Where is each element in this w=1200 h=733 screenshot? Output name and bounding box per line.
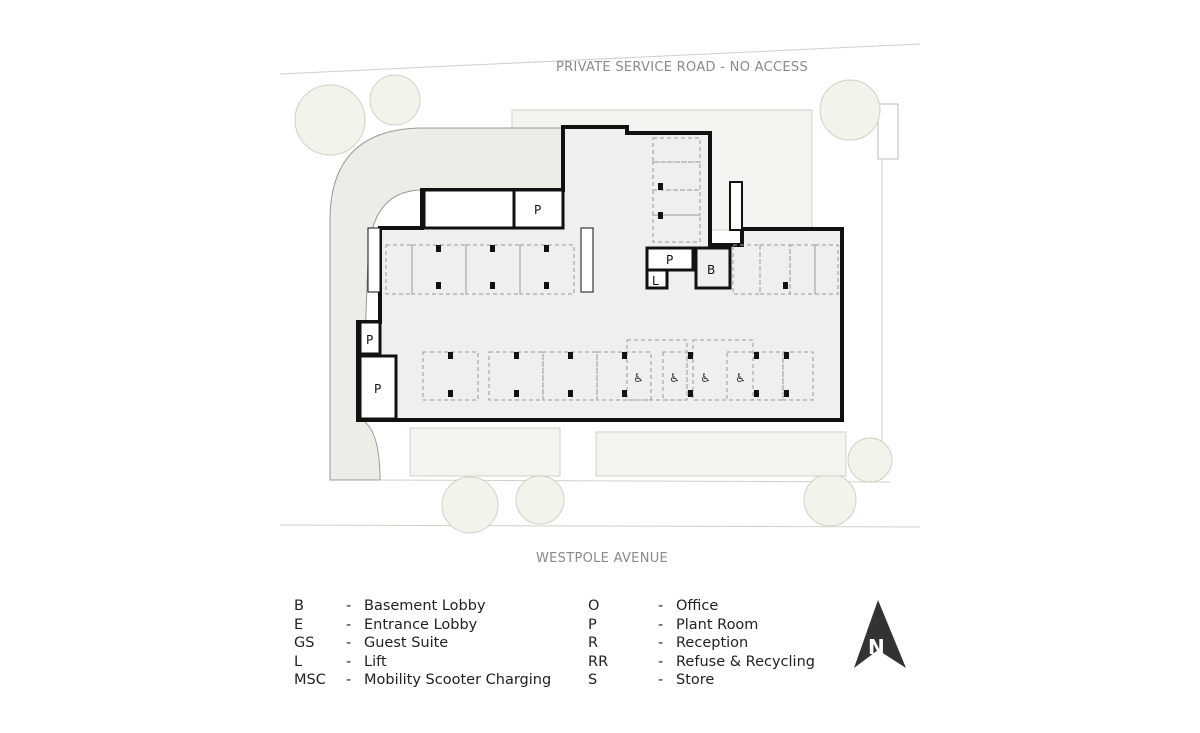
stair: [729, 181, 743, 231]
legend-item: B-Basement Lobby: [294, 598, 486, 614]
parking-bay: [652, 189, 701, 216]
column: [514, 352, 519, 359]
parking-bay: [411, 244, 467, 295]
tree: [441, 476, 499, 534]
room-label-basement-lobby: B: [707, 263, 715, 277]
plant-room-west-small: [358, 320, 382, 356]
column: [783, 282, 788, 289]
legend-item: E-Entrance Lobby: [294, 616, 478, 633]
room-label-plant: P: [374, 382, 381, 396]
parking-bay: [465, 244, 521, 295]
tree: [369, 74, 421, 126]
tree: [819, 79, 881, 141]
parking-bay: [519, 244, 575, 295]
plant-room-north: [512, 188, 565, 230]
accessible-parking-icon: ♿: [735, 371, 746, 385]
legend-left: B-Basement Lobby E-Entrance Lobby GS-Gue…: [294, 597, 551, 690]
column: [490, 245, 495, 252]
legend-item: RR-Refuse & Recycling: [588, 653, 815, 670]
room-label-lift: L: [652, 274, 659, 288]
column: [544, 245, 549, 252]
room-label-plant: P: [666, 253, 673, 267]
parking-bay: [692, 339, 754, 401]
tree: [803, 473, 857, 527]
room-label-plant: P: [366, 333, 373, 347]
legend-item: P-Plant Room: [588, 616, 759, 633]
column: [622, 390, 627, 397]
column: [514, 390, 519, 397]
road-label-north: PRIVATE SERVICE ROAD - NO ACCESS: [556, 60, 808, 75]
ramp-stair: [367, 227, 381, 293]
parking-bay: [814, 244, 839, 295]
tree: [294, 84, 366, 156]
storage-room: [422, 188, 516, 230]
column: [436, 245, 441, 252]
column: [754, 390, 759, 397]
column: [688, 352, 693, 359]
parking-bay: [422, 351, 479, 401]
column: [658, 183, 663, 190]
driveway: [329, 127, 564, 481]
tree: [847, 437, 893, 483]
accessible-parking-icon: ♿: [633, 371, 644, 385]
parking-bay: [782, 351, 814, 401]
legend-item: R-Reception: [588, 635, 749, 651]
legend-right: O-Office P-Plant Room R-Reception RR-Ref…: [588, 597, 815, 690]
road-edge-north: [279, 43, 921, 75]
parking-bay: [652, 214, 701, 243]
parking-bay: [662, 351, 688, 401]
basement-lobby: [694, 246, 732, 290]
legend-item: MSC-Mobility Scooter Charging: [294, 672, 552, 688]
lift: [645, 268, 669, 290]
column: [688, 390, 693, 397]
accessible-icons: ♿ ♿ ♿ ♿: [633, 371, 746, 385]
stair-west: [580, 227, 594, 293]
plant-room-west: [358, 354, 398, 421]
parking-bay: [542, 351, 598, 401]
road-edge-south: [279, 524, 921, 528]
column: [448, 390, 453, 397]
parking-bays: [385, 137, 839, 401]
parking-bay: [626, 339, 688, 401]
shed: [877, 103, 899, 160]
column: [568, 390, 573, 397]
column: [784, 390, 789, 397]
parking-bay: [385, 244, 413, 295]
parking-bay: [488, 351, 544, 401]
road-label-south: WESTPOLE AVENUE: [536, 551, 669, 566]
north-arrow-icon: N: [854, 600, 906, 668]
column: [568, 352, 573, 359]
svg-text:N: N: [868, 635, 885, 659]
legend-item: L-Lift: [294, 653, 387, 670]
legend-item: S-Store: [588, 672, 715, 688]
legend-item: GS-Guest Suite: [294, 635, 449, 651]
accessible-parking-icon: ♿: [669, 371, 680, 385]
accessible-parking-icon: ♿: [700, 371, 711, 385]
legend-item: O-Office: [588, 598, 719, 614]
columns: [436, 183, 789, 397]
parking-bay: [596, 351, 652, 401]
parking-bay: [759, 244, 791, 295]
plant-room-core: [645, 246, 695, 272]
column: [490, 282, 495, 289]
column: [784, 352, 789, 359]
room-label-plant: P: [534, 203, 541, 217]
column: [658, 212, 663, 219]
column: [544, 282, 549, 289]
tree: [515, 475, 565, 525]
column: [436, 282, 441, 289]
column: [622, 352, 627, 359]
column: [448, 352, 453, 359]
column: [754, 352, 759, 359]
